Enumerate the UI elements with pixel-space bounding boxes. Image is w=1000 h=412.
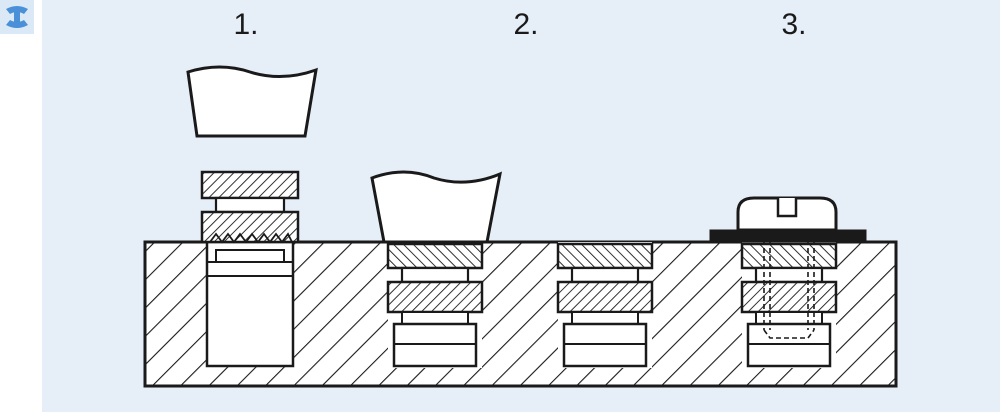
insert-4 (740, 242, 838, 368)
step-2-label: 2. (513, 8, 539, 41)
insert-1 (200, 170, 300, 263)
step-3-label: 3. (781, 8, 807, 41)
wrench-logo-icon (0, 0, 34, 34)
insert-2 (386, 242, 484, 368)
step-3-assembly (709, 196, 867, 368)
step-2b-assembly (556, 242, 654, 368)
screw-slot (776, 198, 798, 218)
insert-3 (556, 242, 654, 368)
press-tool-2 (370, 170, 502, 244)
step-1-label: 1. (233, 8, 259, 41)
step-1-assembly (186, 65, 318, 368)
step-2-assembly (370, 170, 502, 368)
mounting-plate (709, 229, 867, 243)
press-tool-1 (186, 65, 318, 138)
screw-shank-hidden (763, 240, 815, 339)
